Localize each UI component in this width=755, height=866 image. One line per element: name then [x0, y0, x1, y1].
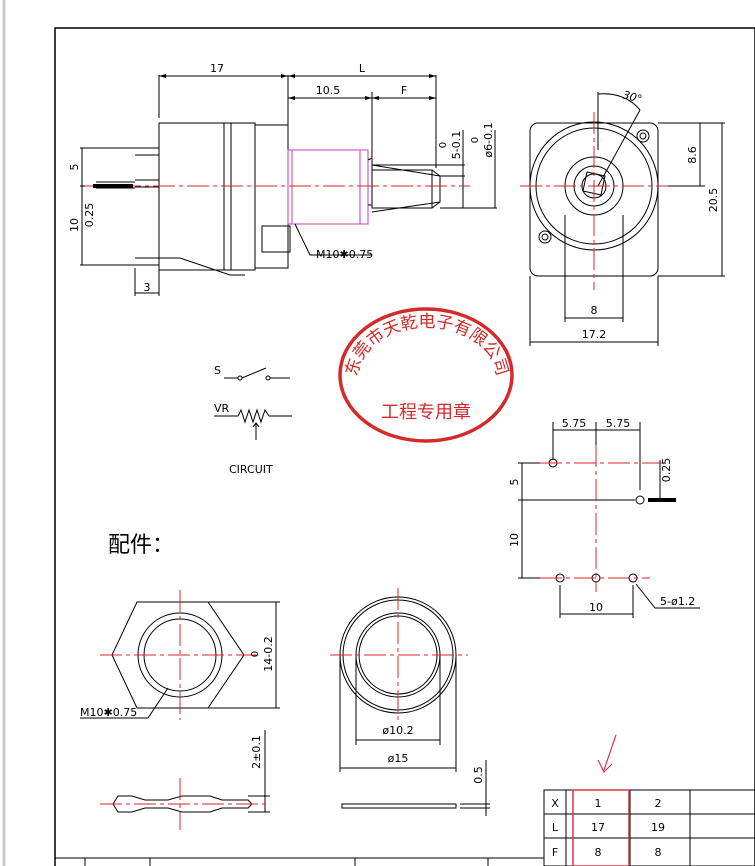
pcb-dim-5-75-b: 5.75	[606, 417, 631, 430]
pcb-holes-label: 5-ø1.2	[660, 595, 695, 608]
table-cells: X 1 2 L 17 19 F 8 8	[551, 797, 665, 859]
drawing-frame	[54, 27, 755, 866]
table-cell: 17	[591, 821, 605, 834]
dim-overall-left: 17	[210, 62, 224, 75]
pcb-hole-2	[635, 495, 645, 505]
front-view	[529, 92, 725, 346]
accessories-title: 配件：	[108, 533, 174, 558]
nut-thread: M10✱0.75	[80, 706, 137, 719]
switch-nub	[261, 225, 291, 253]
mount-hole-bottom	[538, 230, 552, 244]
pcb-dim-0-25: 0.25	[660, 458, 673, 483]
dim-shaft-F: F	[401, 84, 407, 97]
seal-ring	[338, 307, 514, 443]
table-arrow	[597, 734, 617, 774]
seal-label: 工程专用章	[381, 402, 471, 423]
spec-table	[543, 789, 755, 866]
side-view-arrows	[159, 74, 436, 100]
dim-tol-5: 5-0.1	[450, 131, 463, 159]
table-cell: 8	[655, 846, 662, 859]
washer-inner-dim: ø10.2	[382, 724, 413, 737]
dim-pin-0-25: 0.25	[83, 203, 96, 228]
dim-tol-6-top: 0	[470, 137, 481, 143]
dim-pin-5: 5	[68, 164, 81, 171]
table-cell: 2	[655, 797, 662, 810]
thread-label: M10✱0.75	[316, 248, 373, 261]
nut-side-view	[112, 730, 270, 813]
pot-flange	[230, 122, 256, 271]
pcb-dim-5-75-a: 5.75	[562, 417, 587, 430]
table-header: F	[552, 846, 558, 859]
washer-thickness: 0.5	[472, 766, 485, 784]
pin-thickness-mark	[93, 184, 133, 188]
circuit-switch-label: S	[214, 364, 221, 377]
threaded-bushing	[287, 149, 369, 225]
mount-hole-top	[636, 129, 650, 143]
dim-pin-10: 10	[68, 218, 81, 232]
circuit-caption: CIRCUIT	[229, 463, 273, 476]
table-header: L	[552, 821, 559, 834]
washer	[339, 596, 490, 816]
pot-body	[158, 122, 232, 271]
table-highlight	[572, 789, 630, 866]
washer-outer-dim: ø15	[388, 752, 409, 765]
pcb-dim-5: 5	[508, 479, 521, 486]
nut-width-top: 0	[250, 651, 261, 657]
pcb-dim-10-v: 10	[508, 533, 521, 547]
table-cell: 19	[651, 821, 665, 834]
dim-angle: 30°	[621, 88, 643, 106]
dim-pin-3: 3	[144, 281, 151, 294]
nut-thickness: 2±0.1	[250, 735, 263, 769]
dim-overall-L: L	[359, 62, 366, 75]
dim-20-5: 20.5	[707, 188, 720, 213]
table-header: X	[551, 797, 559, 810]
seal-company: 东莞市天乾电子有限公司	[342, 312, 512, 378]
dim-17-2: 17.2	[582, 328, 607, 341]
pcb-layout	[518, 422, 700, 618]
shaft	[371, 169, 433, 209]
circuit-resistor-label: VR	[214, 402, 230, 415]
dim-8-6: 8.6	[686, 146, 699, 164]
nut-width: 14-0.2	[262, 636, 275, 671]
dim-shaft-10-5: 10.5	[316, 84, 341, 97]
pot-bushing-block	[254, 124, 289, 269]
dim-tol-5-top: 0	[438, 142, 449, 148]
pcb-dim-10-h: 10	[589, 601, 603, 614]
table-cell: 8	[595, 846, 602, 859]
table-cell: 1	[595, 797, 602, 810]
company-seal: 东莞市天乾电子有限公司 工程专用章	[338, 307, 514, 443]
circuit-symbols	[214, 367, 292, 440]
dim-8: 8	[591, 304, 598, 317]
dim-tol-6: ø6-0.1	[482, 122, 495, 157]
